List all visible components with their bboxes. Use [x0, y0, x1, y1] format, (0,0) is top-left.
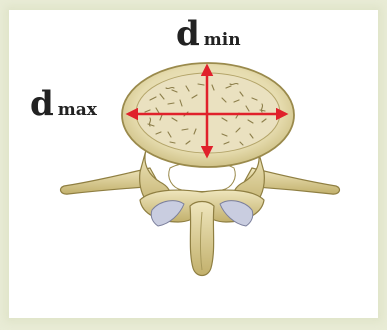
- vertebra-illustration: [0, 0, 387, 330]
